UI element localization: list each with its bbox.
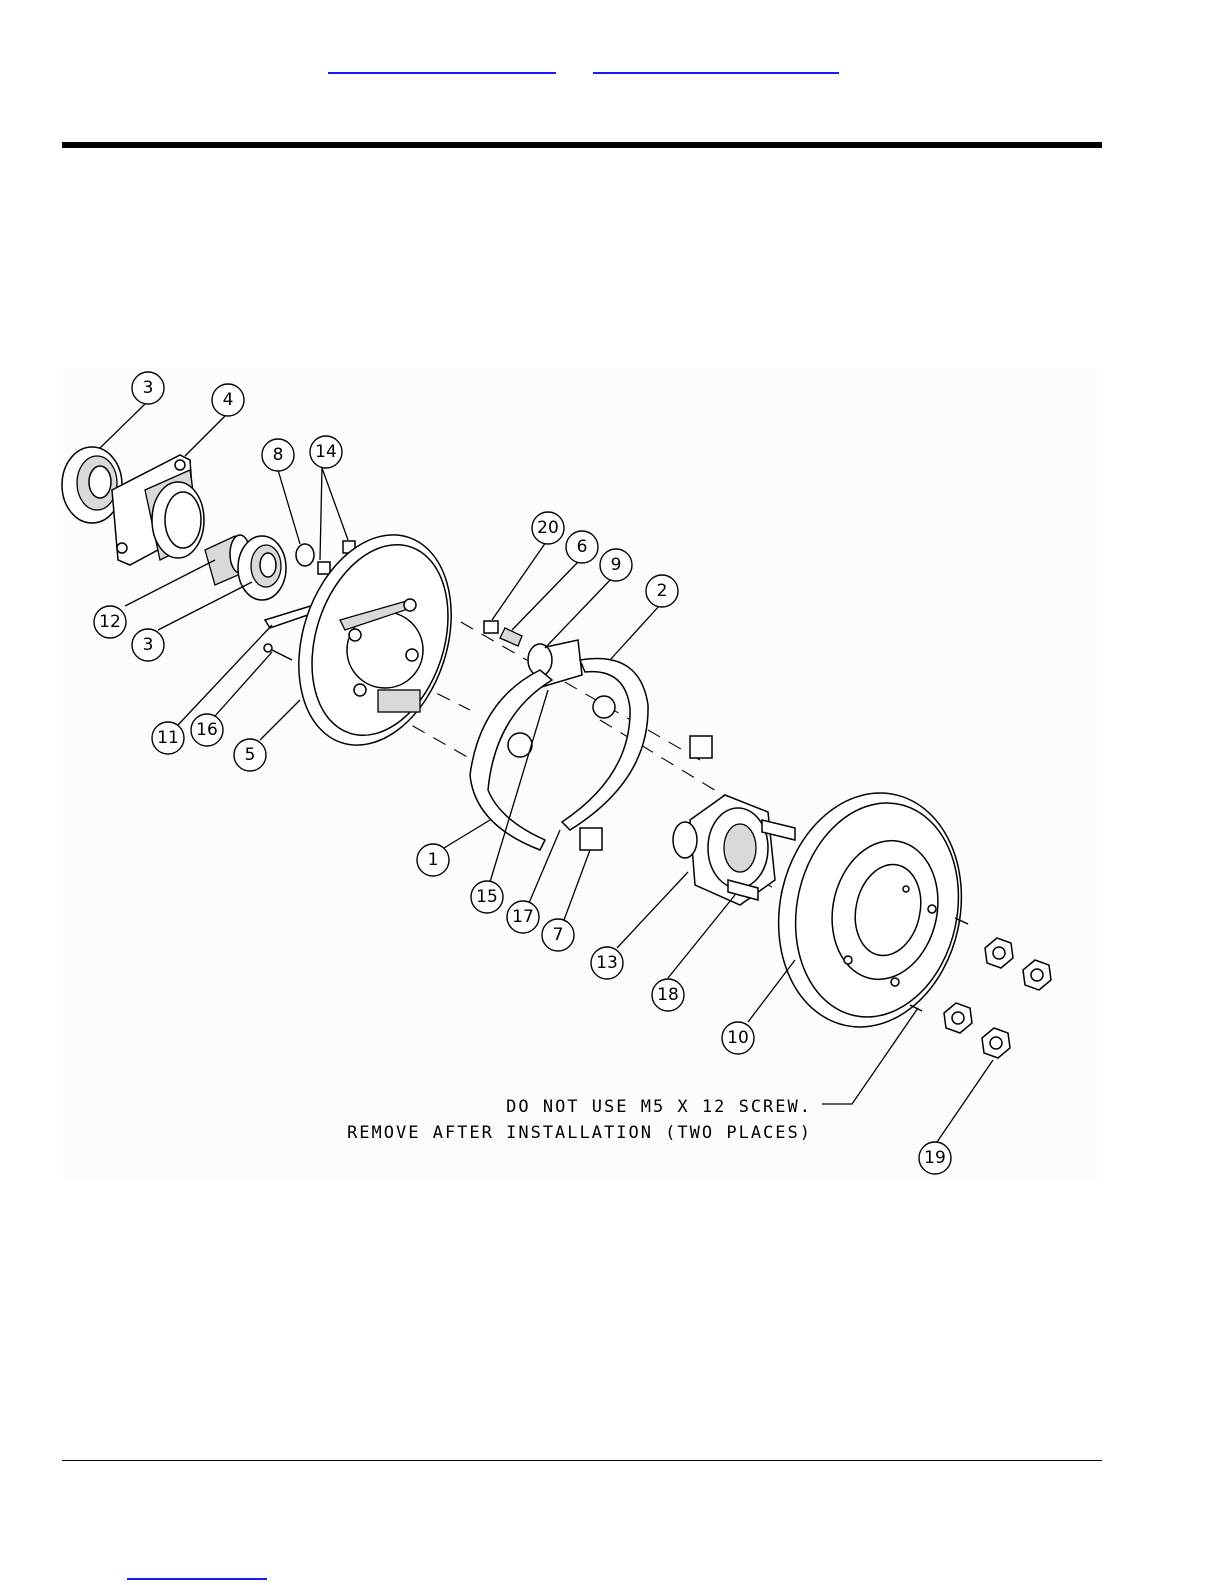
svg-text:10: 10 — [727, 1028, 749, 1048]
svg-text:12: 12 — [99, 612, 121, 632]
callout-bubble: 3 — [132, 372, 164, 404]
callout-bubble: 4 — [212, 384, 244, 416]
snap-ring-part — [296, 544, 314, 566]
diagram-note-line-2: REMOVE AFTER INSTALLATION (TWO PLACES) — [347, 1123, 812, 1143]
callout-bubble: 14 — [310, 436, 342, 468]
svg-text:19: 19 — [924, 1148, 946, 1168]
plunger-part — [500, 628, 522, 646]
svg-text:3: 3 — [143, 635, 154, 655]
bearing-part — [238, 536, 286, 600]
diagram-note-line-1: DO NOT USE M5 X 12 SCREW. — [506, 1097, 812, 1117]
svg-text:5: 5 — [245, 745, 256, 765]
callout-bubble: 10 — [722, 1022, 754, 1054]
callout-bubble: 8 — [262, 439, 294, 471]
svg-text:16: 16 — [196, 720, 218, 740]
plunger-cap-part — [484, 621, 498, 633]
clip-part — [580, 828, 602, 850]
callout-bubble: 6 — [566, 531, 598, 563]
callout-bubble: 18 — [652, 979, 684, 1011]
svg-text:9: 9 — [611, 555, 622, 575]
lug-nut-part — [944, 1003, 972, 1033]
callout-bubble: 16 — [191, 714, 223, 746]
callout-bubble: 2 — [646, 575, 678, 607]
bearing-part — [62, 447, 122, 523]
svg-text:13: 13 — [596, 953, 618, 973]
brake-shoe-part — [470, 670, 552, 850]
svg-text:18: 18 — [657, 985, 679, 1005]
callout-bubble: 12 — [94, 606, 126, 638]
svg-text:3: 3 — [143, 378, 154, 398]
callout-bubble: 5 — [234, 739, 266, 771]
svg-text:6: 6 — [577, 537, 588, 557]
brake-drum-part — [757, 776, 982, 1044]
callout-bubble: 19 — [919, 1142, 951, 1174]
callout-bubble: 7 — [542, 919, 574, 951]
footer-link[interactable] — [127, 1556, 267, 1580]
clip-part — [690, 736, 712, 758]
nut-part — [318, 562, 330, 574]
svg-text:15: 15 — [476, 887, 498, 907]
svg-text:4: 4 — [223, 390, 234, 410]
svg-text:14: 14 — [315, 442, 337, 462]
flange-housing-part — [112, 455, 204, 565]
svg-text:1: 1 — [428, 850, 439, 870]
svg-text:7: 7 — [553, 925, 564, 945]
lug-nut-part — [985, 938, 1013, 968]
callout-bubble: 20 — [532, 512, 564, 544]
lug-nut-part — [982, 1028, 1010, 1058]
svg-text:20: 20 — [537, 518, 559, 538]
hub-part — [673, 795, 775, 905]
callout-bubble: 15 — [471, 881, 503, 913]
lug-nut-part — [1023, 960, 1051, 990]
callout-bubble: 3 — [132, 629, 164, 661]
callout-bubble: 9 — [600, 549, 632, 581]
svg-text:11: 11 — [157, 728, 179, 748]
svg-text:8: 8 — [273, 445, 284, 465]
pin-head — [264, 644, 272, 652]
svg-text:17: 17 — [512, 907, 534, 927]
footer-rule — [62, 1460, 1102, 1461]
svg-text:2: 2 — [657, 581, 668, 601]
brake-shoe-part — [562, 658, 648, 830]
callout-bubble: 13 — [591, 947, 623, 979]
callout-bubble: 1 — [417, 844, 449, 876]
callout-bubble: 17 — [507, 901, 539, 933]
callout-bubble: 11 — [152, 722, 184, 754]
